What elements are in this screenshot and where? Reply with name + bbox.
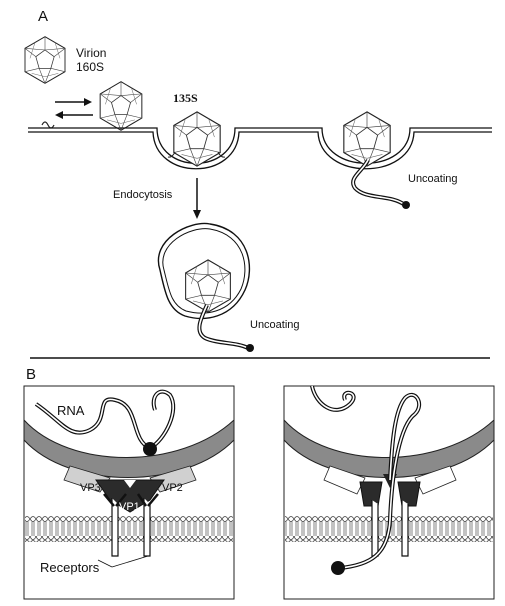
vp3-label: VP3	[80, 482, 101, 494]
panel-a-letter: A	[38, 8, 49, 25]
receptors-label: Receptors	[40, 560, 100, 575]
plasma-membrane	[28, 127, 492, 164]
panel-a	[24, 36, 492, 352]
virion-160s-capsid	[24, 36, 66, 84]
panel-b-right	[283, 385, 495, 600]
rna-end-top	[402, 201, 410, 209]
uncoating-label-bottom: Uncoating	[250, 319, 300, 331]
intermediate-135s-label: 135S	[173, 91, 198, 105]
vp2-label: VP2	[162, 482, 183, 494]
equilibrium-arrows	[55, 98, 93, 119]
uncoating-label-top: Uncoating	[408, 173, 458, 185]
rna-label: RNA	[57, 403, 85, 418]
virion-label-line2: 160S	[76, 60, 105, 74]
rna-strand-top	[351, 158, 407, 207]
uncoating-particle-capsid	[343, 111, 391, 167]
vp1-label: VP1	[119, 501, 140, 513]
particle-135s-capsid	[173, 111, 221, 167]
endosome-membrane	[157, 222, 251, 320]
rna-end-bottom	[246, 344, 254, 352]
bound-virion-capsid	[99, 81, 143, 131]
rna-end-b-right	[331, 561, 345, 575]
endocytosis-arrow	[193, 178, 201, 219]
virion-label-line1: Virion	[76, 46, 107, 60]
receptor-squiggle	[41, 121, 55, 129]
panel-b-letter: B	[26, 366, 37, 383]
endosome-particle-capsid	[185, 259, 231, 313]
rna-end-b-left	[143, 442, 157, 456]
panel-b-left	[23, 385, 235, 600]
endocytosis-label: Endocytosis	[113, 189, 173, 201]
